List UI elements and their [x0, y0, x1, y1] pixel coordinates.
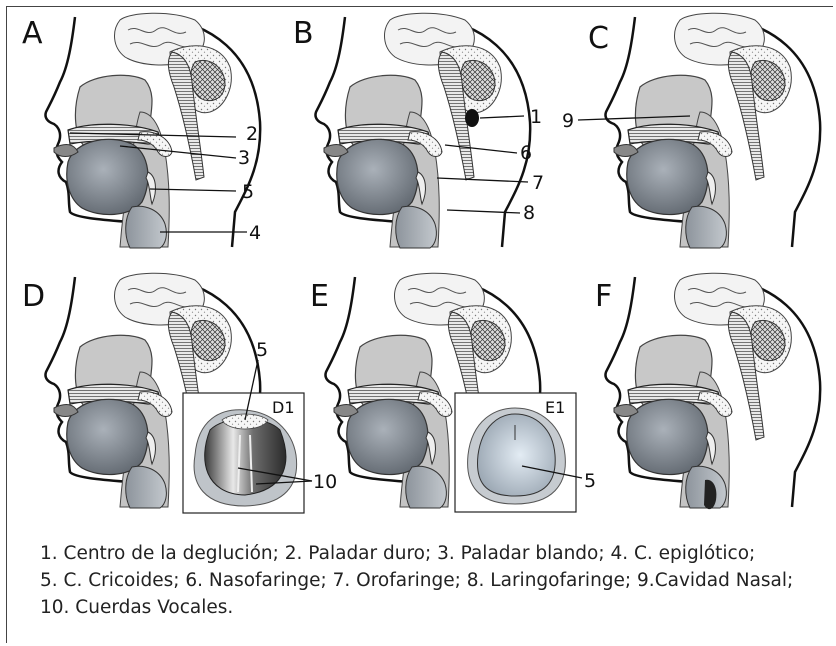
callout-label: 5 [242, 181, 254, 203]
panel-d: D D1 5 10 [22, 273, 337, 513]
panel-f: F [595, 273, 820, 509]
panel-letter: D [22, 279, 45, 314]
legend-line: 10. Cuerdas Vocales. [40, 594, 820, 621]
inset-title: E1 [545, 398, 565, 417]
panel-c: C 9 [562, 13, 820, 248]
panel-a: A 2 3 5 4 [22, 13, 261, 248]
callouts [437, 116, 528, 213]
legend-line: 5. C. Cricoides; 6. Nasofaringe; 7. Orof… [40, 567, 820, 594]
inset-e1: E1 [455, 393, 582, 512]
callout-label: 9 [562, 110, 574, 132]
callout-label: 3 [238, 147, 250, 169]
callout-label: 1 [530, 106, 542, 128]
panel-e: E E1 5 [310, 273, 596, 512]
legend-line: 1. Centro de la deglución; 2. Paladar du… [40, 540, 820, 567]
callout-label: 7 [532, 172, 544, 194]
callout-label: 8 [523, 202, 535, 224]
panel-b: B 1 6 7 8 [293, 13, 544, 248]
inset-d1: D1 [183, 360, 312, 513]
inset-title: D1 [272, 398, 295, 417]
panel-letter: A [22, 16, 43, 51]
figure-legend: 1. Centro de la deglución; 2. Paladar du… [40, 540, 820, 621]
callout-label: 5 [584, 470, 596, 492]
callout-label: 2 [246, 123, 258, 145]
callout-label: 6 [520, 142, 532, 164]
panel-letter: B [293, 16, 314, 51]
callout-label: 4 [249, 222, 261, 244]
panel-letter: C [588, 21, 609, 56]
swallowing-center-marker [465, 109, 479, 127]
callout-label: 10 [313, 471, 337, 493]
panel-letter: E [310, 279, 329, 314]
callout-label: 5 [256, 339, 268, 361]
panel-letter: F [595, 279, 612, 314]
